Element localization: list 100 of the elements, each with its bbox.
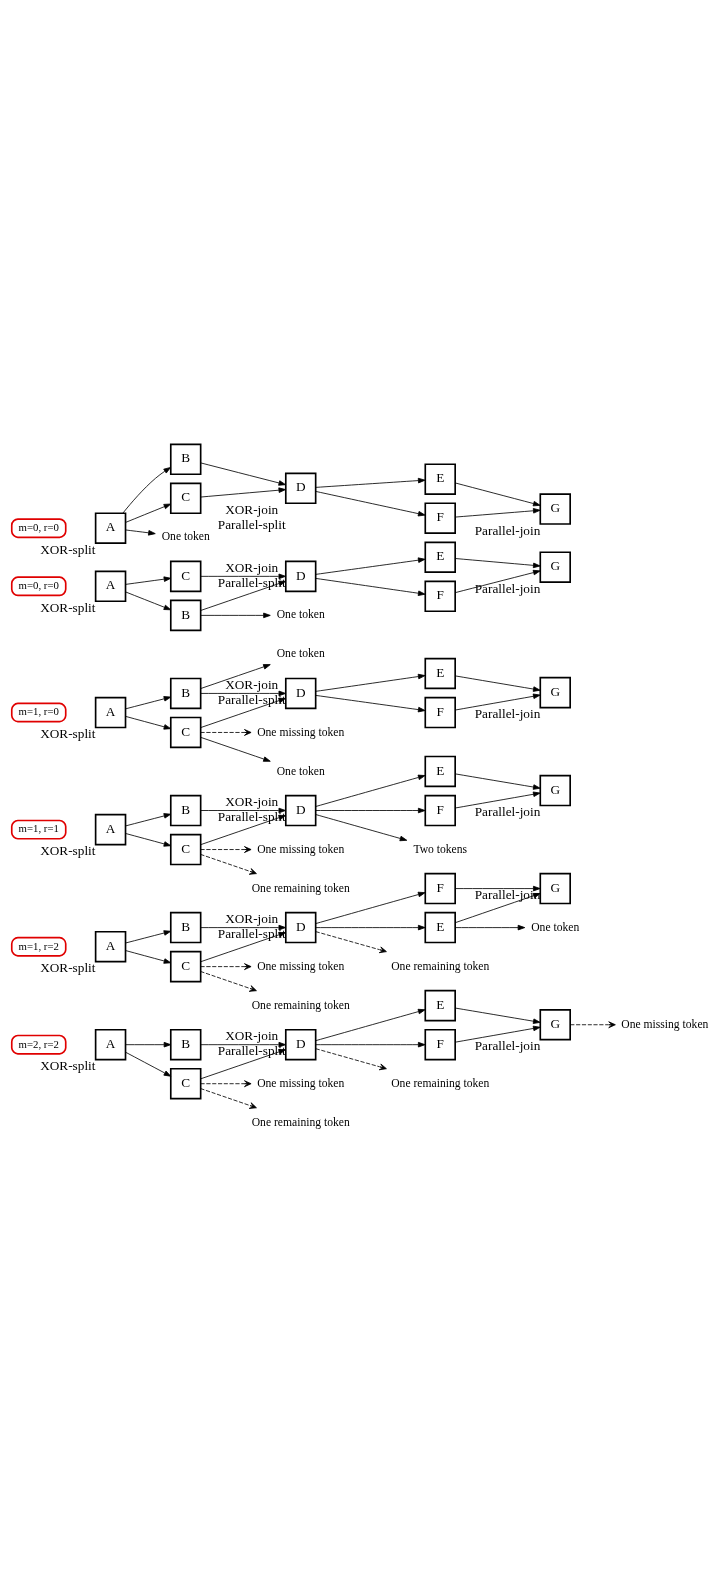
arrow — [200, 1080, 252, 1088]
node-box: G — [539, 872, 571, 905]
arrow — [200, 854, 257, 875]
node-box: C — [169, 482, 202, 515]
arrow — [125, 576, 172, 585]
node-text: Two tokens — [413, 842, 468, 856]
arrow — [200, 807, 286, 814]
arrow — [315, 557, 426, 575]
arrow — [454, 482, 541, 507]
node-box: B — [169, 911, 202, 944]
node-box: E — [424, 657, 456, 690]
arrow — [125, 950, 172, 964]
arrow — [200, 612, 271, 619]
arrow — [200, 736, 271, 762]
node-text: One remaining token — [251, 1115, 350, 1129]
arrow — [200, 462, 286, 486]
arrow — [200, 664, 271, 689]
arrow — [122, 467, 171, 514]
arrow — [125, 833, 172, 847]
node-label: XOR-split — [40, 1058, 96, 1074]
arrow — [200, 846, 252, 853]
node-box: D — [284, 560, 317, 593]
node-box: A — [94, 813, 127, 846]
node-text: One missing token — [257, 725, 345, 739]
node-label: XOR-split — [40, 541, 96, 557]
node-text: One token — [531, 920, 580, 934]
arrow — [125, 715, 172, 730]
node-box: B — [169, 1028, 202, 1061]
node-box: F — [424, 1028, 456, 1061]
arrow — [200, 573, 286, 580]
node-box: D — [284, 1028, 317, 1061]
node-label: Parallel-join — [474, 804, 541, 820]
arrow — [200, 963, 252, 971]
arrow — [454, 924, 526, 931]
arrow — [454, 569, 541, 594]
arrow — [454, 893, 541, 924]
arrow — [454, 693, 541, 711]
arrow — [200, 690, 286, 697]
node-box: D — [284, 472, 317, 505]
node-box: D — [284, 911, 317, 944]
node-box: A — [94, 570, 127, 603]
node-text: One missing token — [621, 1017, 709, 1031]
node-box: m=1, r=1 — [10, 819, 67, 840]
node-box: G — [539, 1008, 571, 1041]
node-label: XOR-join — [225, 1028, 279, 1044]
node-label: XOR-join — [225, 794, 279, 810]
node-box: C — [169, 950, 202, 983]
node-box: D — [284, 794, 317, 827]
arrow — [315, 695, 426, 713]
node-box: B — [169, 677, 202, 710]
node-text: One remaining token — [251, 998, 350, 1012]
arrow — [315, 491, 426, 517]
node-box: E — [424, 911, 456, 944]
node-text: One remaining token — [391, 959, 490, 973]
node-box: E — [424, 463, 456, 495]
node-box: C — [169, 560, 202, 593]
node-box: A — [94, 1028, 127, 1061]
arrow — [315, 807, 426, 814]
arrow — [569, 1021, 616, 1029]
arrow — [454, 791, 541, 809]
node-box: B — [169, 599, 202, 632]
node-label: XOR-split — [40, 599, 96, 615]
arrow — [200, 971, 257, 992]
node-label: XOR-split — [40, 960, 96, 976]
arrow — [200, 1088, 257, 1109]
node-label: Parallel-split — [217, 516, 286, 532]
node-box: E — [424, 755, 456, 788]
node-box: F — [424, 696, 456, 729]
arrow — [315, 1041, 426, 1048]
node-label: XOR-split — [40, 843, 96, 859]
arrow — [454, 1025, 541, 1043]
node-label: XOR-split — [40, 726, 96, 742]
arrow — [125, 529, 156, 536]
node-text: One token — [161, 530, 210, 544]
arrow — [454, 1007, 541, 1024]
arrow — [454, 885, 541, 892]
arrow — [125, 813, 172, 827]
arrow — [315, 814, 408, 842]
node-box: G — [539, 493, 571, 525]
node-box: A — [94, 696, 127, 729]
node-label: Parallel-join — [474, 706, 541, 722]
node-box: F — [424, 502, 456, 534]
arrow — [454, 773, 541, 790]
node-box: F — [424, 872, 456, 905]
node-label: Parallel-join — [474, 522, 541, 538]
node-text: One remaining token — [251, 881, 350, 895]
arrow — [315, 578, 426, 596]
node-text: One missing token — [257, 1076, 345, 1090]
arrow — [125, 591, 172, 611]
node-label: Parallel-join — [474, 580, 541, 596]
arrow — [454, 675, 541, 692]
node-box: C — [169, 1067, 202, 1100]
node-box: G — [539, 551, 571, 583]
arrow — [125, 1041, 172, 1048]
node-box: G — [539, 676, 571, 709]
arrow — [315, 477, 426, 488]
node-box: B — [169, 443, 202, 476]
node-box: C — [169, 716, 202, 749]
node-box: m=0, r=0 — [10, 576, 67, 597]
arrow — [315, 924, 426, 931]
